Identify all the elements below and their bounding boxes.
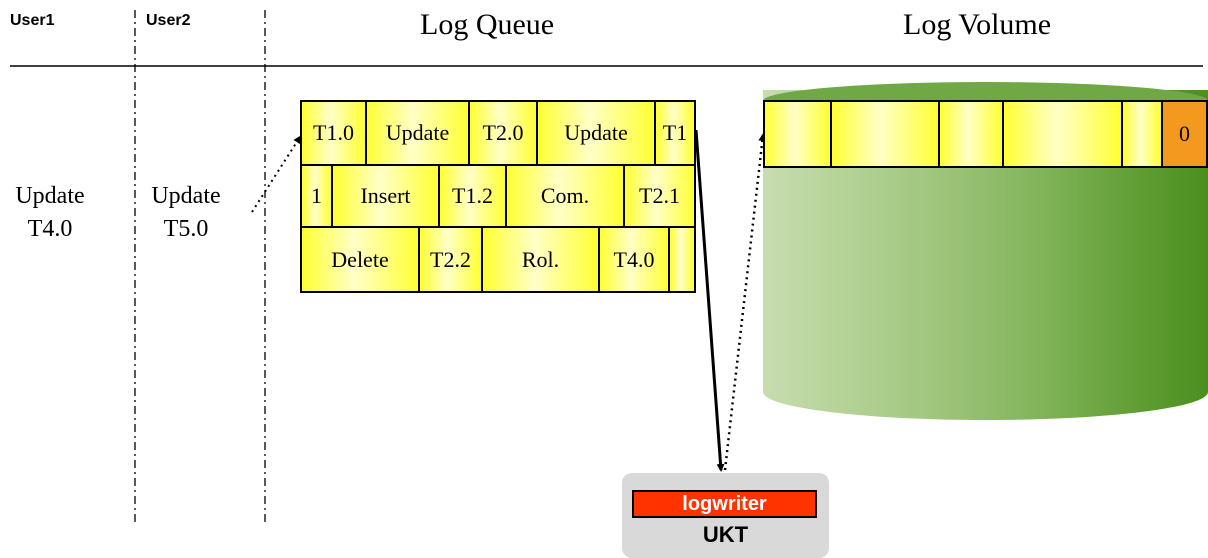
user2-update-line1: Update	[151, 183, 221, 209]
volume-cell	[1121, 100, 1161, 168]
queue-row-1: T1.0 Update T2.0 Update T1	[302, 102, 694, 166]
volume-cell	[830, 100, 938, 168]
queue-cell: T1	[656, 102, 694, 166]
volume-cell-current: 0	[1161, 100, 1208, 168]
user2-update-line2: T5.0	[163, 216, 209, 242]
queue-row-3: Delete T2.2 Rol. T4.0	[302, 228, 694, 291]
log-queue: T1.0 Update T2.0 Update T1 1 Insert T1.2…	[300, 100, 696, 293]
queue-cell: T4.0	[600, 228, 670, 291]
queue-row-2: 1 Insert T1.2 Com. T2.1	[302, 166, 694, 228]
queue-cell: Delete	[302, 228, 420, 291]
user2-update-label: Update T5.0	[140, 180, 232, 246]
volume-cell	[763, 100, 830, 168]
log-volume-title: Log Volume	[903, 8, 1052, 41]
user2-to-queue-arrow	[251, 135, 302, 213]
ukt-label: UKT	[702, 522, 749, 547]
volume-cell	[1002, 100, 1121, 168]
user1-update-line1: Update	[15, 183, 85, 209]
queue-cell: Rol.	[483, 228, 600, 291]
user1-header: User1	[10, 12, 55, 29]
queue-cell: T2.2	[420, 228, 483, 291]
queue-to-logwriter-arrow	[694, 129, 725, 472]
volume-cell	[938, 100, 1002, 168]
queue-cell	[670, 228, 694, 291]
queue-cell: T1.2	[440, 166, 507, 228]
user1-update-line2: T4.0	[27, 216, 73, 242]
queue-cell: T2.1	[625, 166, 694, 228]
queue-cell: Com.	[507, 166, 625, 228]
queue-cell: Insert	[333, 166, 440, 228]
logwriter-label: logwriter	[632, 490, 817, 518]
queue-cell: T2.0	[470, 102, 538, 166]
queue-cell: Update	[538, 102, 656, 166]
logwriter-to-volume-arrow	[723, 133, 767, 471]
queue-cell: 1	[302, 166, 333, 228]
log-volume-cells: 0	[763, 100, 1208, 168]
user2-header: User2	[146, 12, 191, 29]
queue-cell: T1.0	[302, 102, 367, 166]
queue-cell: Update	[367, 102, 470, 166]
user1-update-label: Update T4.0	[4, 180, 96, 246]
log-queue-title: Log Queue	[420, 8, 555, 41]
